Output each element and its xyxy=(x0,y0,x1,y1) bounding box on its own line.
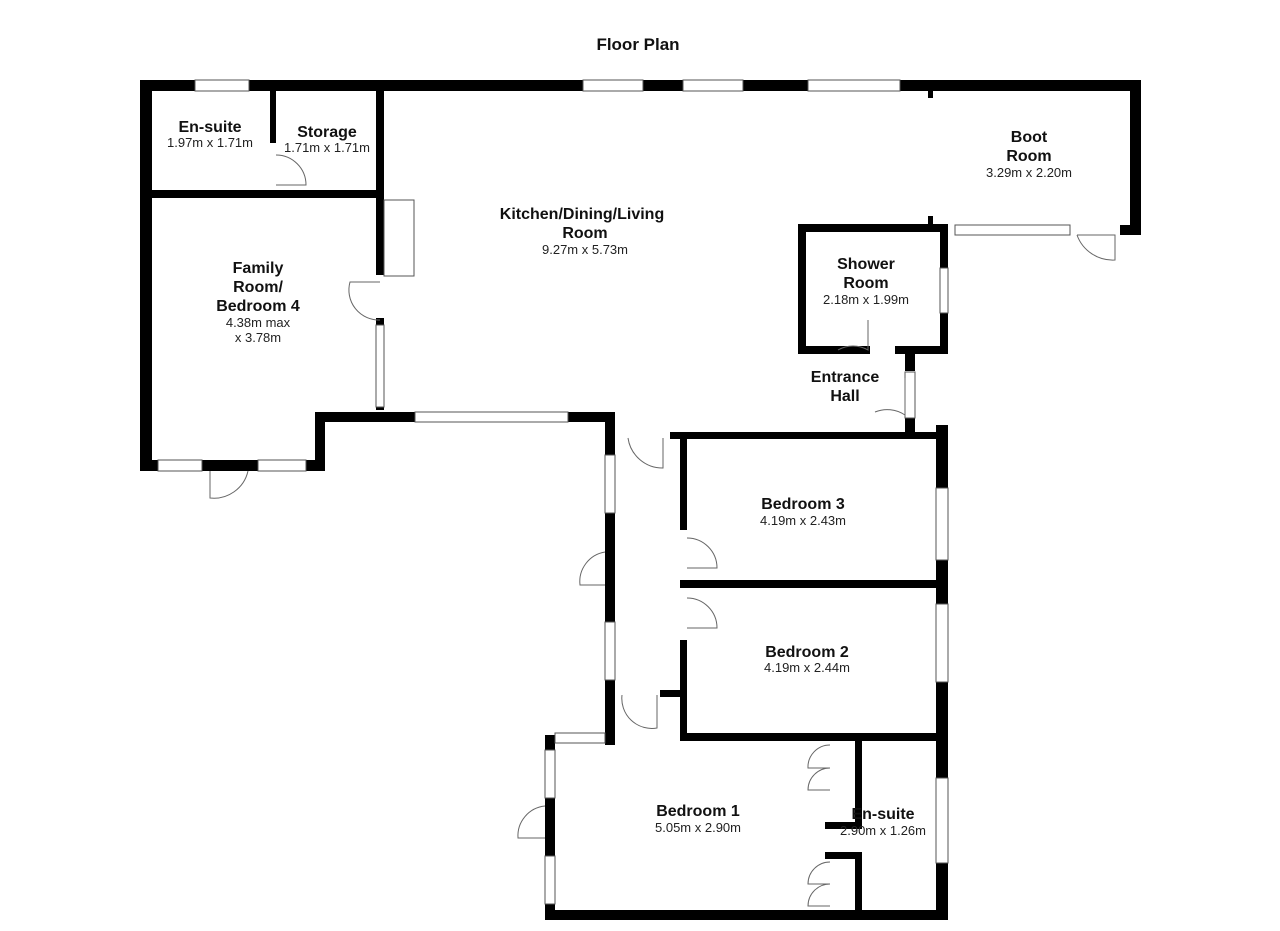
svg-text:5.05m x 2.90m: 5.05m x 2.90m xyxy=(655,820,741,835)
room-bedroom-1: Bedroom 1 5.05m x 2.90m xyxy=(655,803,741,835)
svg-text:Family: Family xyxy=(233,260,284,277)
svg-text:Kitchen/Dining/Living: Kitchen/Dining/Living xyxy=(500,206,664,223)
svg-text:1.71m x 1.71m: 1.71m x 1.71m xyxy=(284,140,370,155)
room-bedroom-3: Bedroom 3 4.19m x 2.43m xyxy=(760,496,846,528)
svg-text:4.38m max: 4.38m max xyxy=(226,315,291,330)
svg-text:2.18m x 1.99m: 2.18m x 1.99m xyxy=(823,292,909,307)
svg-text:Hall: Hall xyxy=(830,388,859,405)
svg-text:Storage: Storage xyxy=(297,124,357,141)
svg-text:Room/: Room/ xyxy=(233,279,283,296)
svg-text:1.97m x 1.71m: 1.97m x 1.71m xyxy=(167,135,253,150)
room-ensuite-top: En-suite 1.97m x 1.71m xyxy=(167,119,253,150)
svg-text:Boot: Boot xyxy=(1011,129,1048,146)
svg-text:Entrance: Entrance xyxy=(811,369,880,386)
room-storage: Storage 1.71m x 1.71m xyxy=(284,124,370,155)
room-boot: Boot Room 3.29m x 2.20m xyxy=(986,129,1072,180)
svg-text:Room: Room xyxy=(562,225,607,242)
doors xyxy=(209,154,1116,907)
svg-text:En-suite: En-suite xyxy=(851,806,914,823)
svg-text:x 3.78m: x 3.78m xyxy=(235,330,281,345)
room-kitchen: Kitchen/Dining/Living Room 9.27m x 5.73m xyxy=(500,206,664,257)
svg-text:Bedroom 2: Bedroom 2 xyxy=(765,644,849,661)
plan-title: Floor Plan xyxy=(596,35,679,54)
svg-text:Room: Room xyxy=(1006,148,1051,165)
room-family: Family Room/ Bedroom 4 4.38m max x 3.78m xyxy=(216,260,300,345)
windows xyxy=(157,79,1071,905)
svg-text:En-suite: En-suite xyxy=(178,119,241,136)
svg-text:Bedroom 4: Bedroom 4 xyxy=(216,298,300,315)
svg-text:2.90m x 1.26m: 2.90m x 1.26m xyxy=(840,823,926,838)
room-bedroom-2: Bedroom 2 4.19m x 2.44m xyxy=(764,644,850,675)
svg-text:3.29m x 2.20m: 3.29m x 2.20m xyxy=(986,165,1072,180)
svg-text:4.19m x 2.44m: 4.19m x 2.44m xyxy=(764,660,850,675)
svg-text:4.19m x 2.43m: 4.19m x 2.43m xyxy=(760,513,846,528)
svg-text:Room: Room xyxy=(843,275,888,292)
room-entrance: Entrance Hall xyxy=(811,369,880,405)
svg-text:9.27m x 5.73m: 9.27m x 5.73m xyxy=(542,242,628,257)
room-shower: Shower Room 2.18m x 1.99m xyxy=(823,256,909,307)
svg-text:Shower: Shower xyxy=(837,256,895,273)
svg-text:Bedroom 3: Bedroom 3 xyxy=(761,496,845,513)
svg-text:Bedroom 1: Bedroom 1 xyxy=(656,803,740,820)
room-ensuite-bed1: En-suite 2.90m x 1.26m xyxy=(840,806,926,838)
